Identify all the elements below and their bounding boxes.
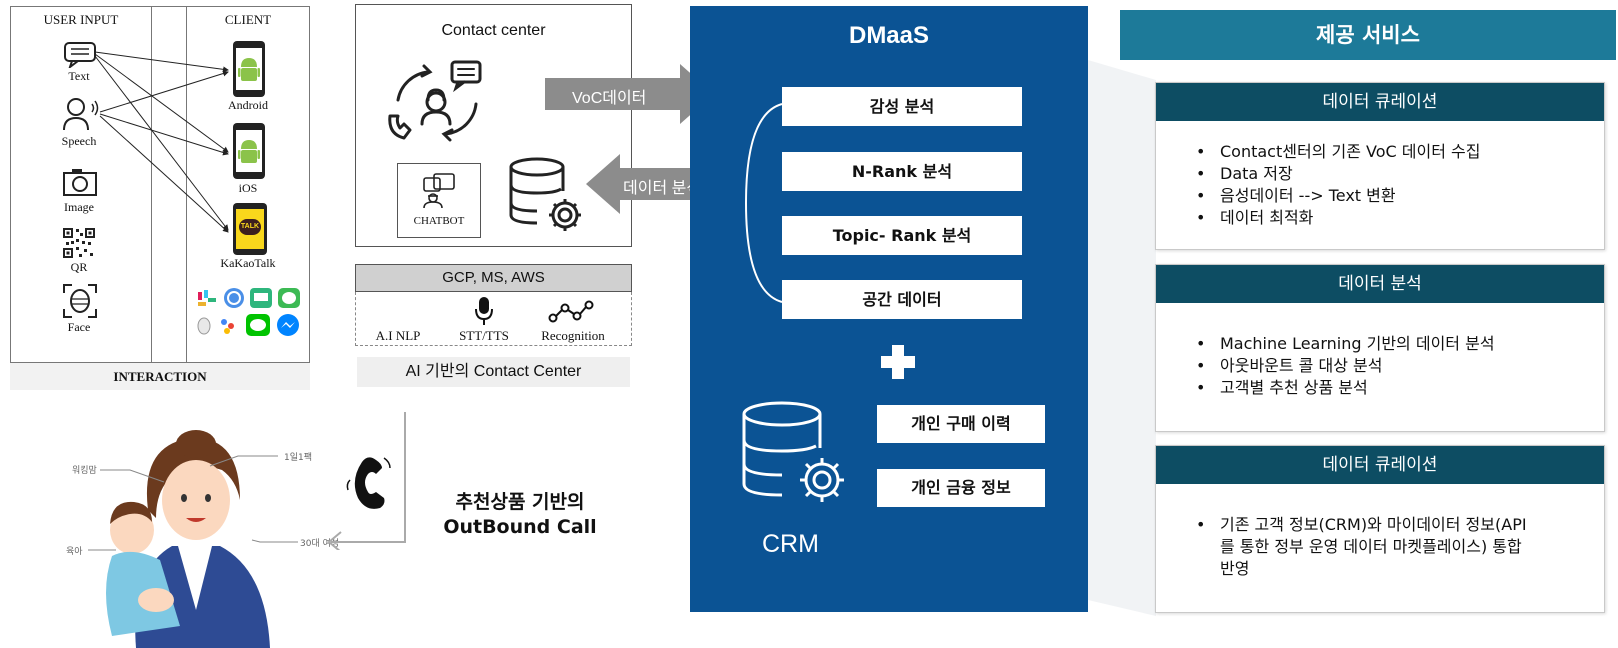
- dmaas-title: DMaaS: [848, 22, 930, 49]
- crm-purchase-history: 개인 구매 이력: [877, 405, 1045, 443]
- client-title: CLIENT: [224, 12, 272, 27]
- service-card-title: 데이터 큐레이션: [1156, 83, 1604, 121]
- service-item: 고객별 추천 상품 분석: [1196, 377, 1604, 399]
- ai-contact-center-caption: AI 기반의 Contact Center: [357, 357, 630, 387]
- service-card-integration: 데이터 큐레이션 기존 고객 정보(CRM)와 마이데이터 정보(API를 통한…: [1155, 445, 1605, 613]
- data-analysis-label: 데이터 분석: [623, 180, 702, 197]
- person-label-working-mom: 워킹맘: [72, 466, 97, 476]
- user-input-title: USER INPUT: [43, 12, 119, 27]
- input-label-qr: QR: [70, 260, 88, 274]
- service-card-title: 데이터 분석: [1156, 265, 1604, 303]
- analysis-bracket: [744, 103, 783, 303]
- kakao-talk-badge: TALK: [239, 219, 261, 235]
- outbound-call-caption: 추천상품 기반의 OutBound Call: [420, 490, 620, 540]
- service-item: Machine Learning 기반의 데이터 분석: [1196, 333, 1604, 355]
- database-gear-icon: [509, 157, 581, 231]
- qr-code-icon: [63, 228, 95, 258]
- chatbot-icon: [423, 173, 455, 209]
- person-label-30s-woman: 30대 여성: [300, 539, 340, 549]
- cloud-platforms-bar: GCP, MS, AWS: [355, 264, 632, 292]
- chatbot-box: [397, 163, 481, 238]
- service-item: 음성데이터 --> Text 변환: [1196, 185, 1604, 207]
- capability-stt-tts: STT/TTS: [459, 328, 509, 343]
- phone-call-icon: [346, 457, 391, 509]
- ai-capabilities-row: [355, 292, 632, 346]
- service-item: 데이터 최적화: [1196, 207, 1604, 229]
- analysis-topic-rank: Topic- Rank 분석: [782, 216, 1022, 255]
- person-label-parenting: 육아: [66, 547, 83, 557]
- outbound-line-2: OutBound Call: [443, 516, 597, 538]
- analysis-n-rank: N-Rank 분석: [782, 152, 1022, 191]
- contact-center-title: Contact center: [441, 22, 546, 39]
- services-header: 제공 서비스: [1120, 10, 1616, 60]
- crm-database-icon: [742, 401, 844, 502]
- kakaotalk-phone-icon: TALK: [233, 203, 267, 255]
- face-recognition-icon: [63, 284, 97, 318]
- crm-financial-info: 개인 금융 정보: [877, 469, 1045, 507]
- interaction-footer: INTERACTION: [10, 362, 310, 390]
- call-agent-icon: [388, 60, 482, 142]
- camera-icon: [63, 169, 97, 196]
- input-label-text: Text: [68, 69, 90, 83]
- speech-person-icon: [63, 98, 99, 131]
- plus-icon: [881, 345, 915, 379]
- analysis-sentiment: 감성 분석: [782, 87, 1022, 126]
- client-label-kakaotalk: KaKaoTalk: [220, 256, 276, 270]
- service-connector-shade: [1088, 60, 1156, 616]
- service-card-analysis: 데이터 분석 Machine Learning 기반의 데이터 분석 아웃바운트…: [1155, 264, 1605, 432]
- service-item: Contact센터의 기존 VoC 데이터 수집: [1196, 141, 1604, 163]
- input-client-connections: [94, 51, 229, 233]
- capability-ai-nlp: A.I NLP: [375, 328, 421, 343]
- input-label-image: Image: [64, 200, 94, 214]
- service-item: 기존 고객 정보(CRM)와 마이데이터 정보(API를 통한 정부 운영 데이…: [1196, 514, 1534, 580]
- return-arrow: [327, 412, 406, 550]
- outbound-line-1: 추천상품 기반의: [455, 491, 585, 513]
- user-input-column: [10, 6, 152, 362]
- analysis-spatial-data: 공간 데이터: [782, 280, 1022, 319]
- messenger-apps-icons: [197, 288, 300, 336]
- text-message-icon: [64, 42, 96, 68]
- voc-data-label: VoC데이터: [572, 90, 647, 107]
- client-label-ios: iOS: [238, 181, 258, 195]
- client-label-android: Android: [228, 98, 268, 112]
- android-phone-icon: [233, 41, 265, 97]
- recognition-network-icon: [548, 300, 594, 323]
- capability-recognition: Recognition: [541, 328, 605, 343]
- input-label-face: Face: [67, 320, 91, 334]
- voc-data-arrow: [545, 64, 714, 124]
- crm-label: CRM: [762, 530, 819, 558]
- input-label-speech: Speech: [61, 134, 97, 148]
- service-card-title: 데이터 큐레이션: [1156, 446, 1604, 484]
- service-item: 아웃바운트 콜 대상 분석: [1196, 355, 1604, 377]
- service-card-curation: 데이터 큐레이션 Contact센터의 기존 VoC 데이터 수집 Data 저…: [1155, 82, 1605, 250]
- person-label-daily-pack: 1일1팩: [284, 453, 313, 463]
- microphone-icon: [475, 297, 493, 325]
- chatbot-label: CHATBOT: [413, 215, 465, 227]
- working-mom-illustration: [88, 430, 298, 648]
- ios-phone-icon: [233, 123, 265, 179]
- service-item: Data 저장: [1196, 163, 1604, 185]
- client-column: [186, 6, 310, 362]
